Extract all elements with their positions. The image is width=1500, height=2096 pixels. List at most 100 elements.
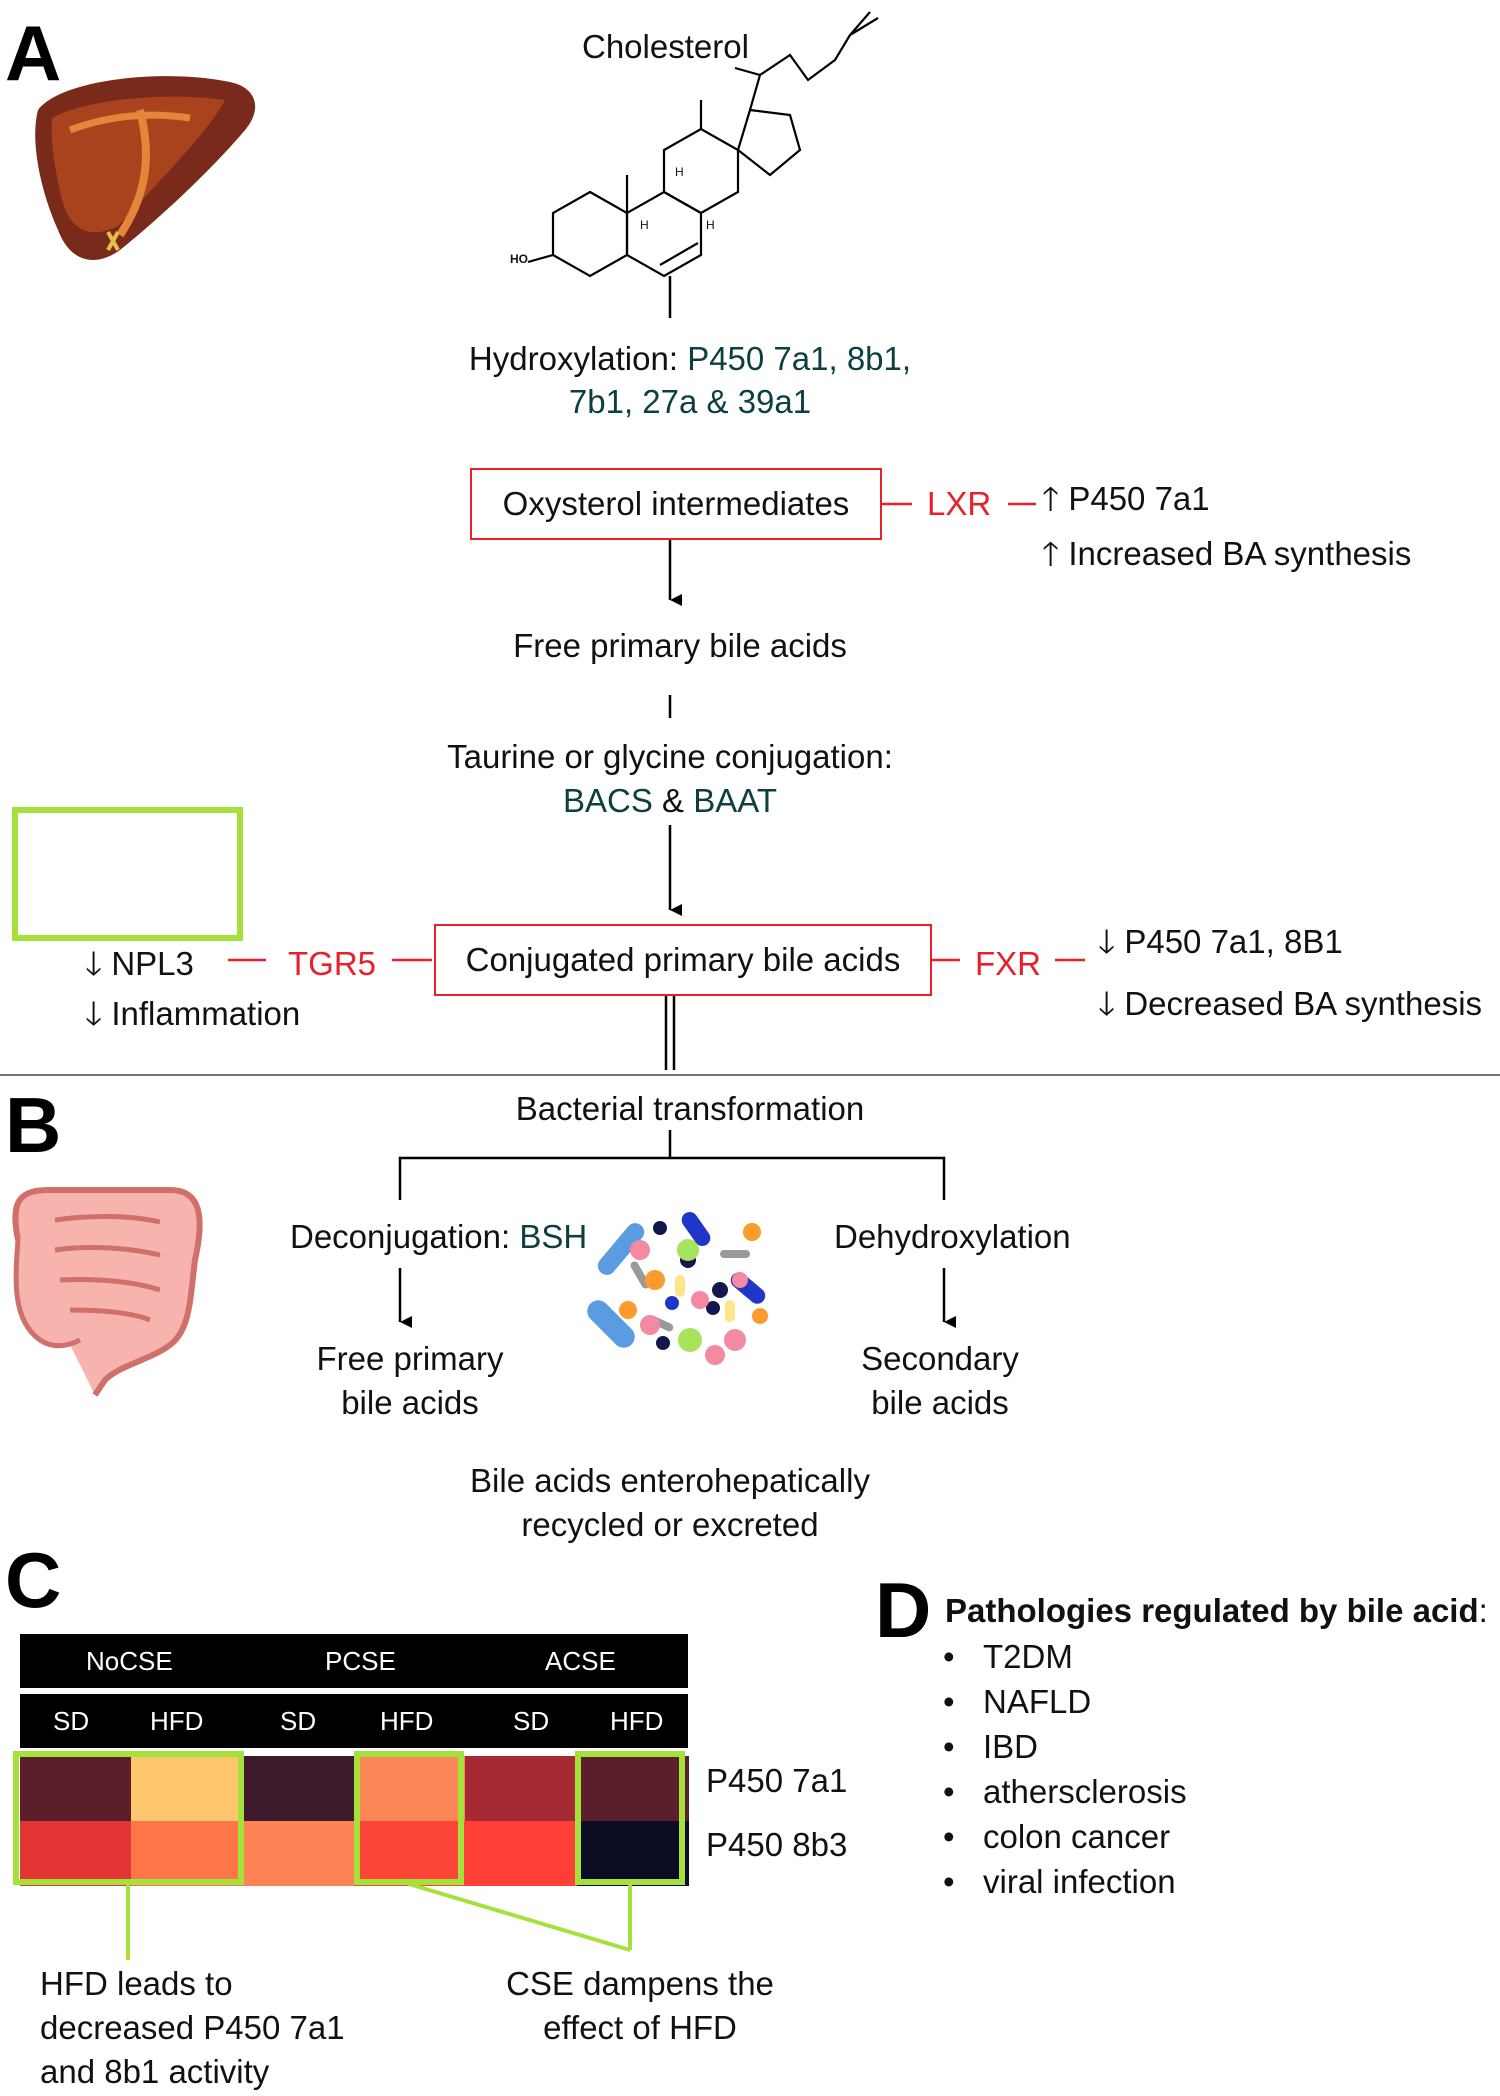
heatmap-cell — [576, 1756, 689, 1821]
bullet-icon: • — [943, 1863, 955, 1900]
free-primary-b-1: Free primary — [316, 1340, 504, 1377]
list-item: • NAFLD — [943, 1679, 1187, 1724]
pathology-label: IBD — [983, 1728, 1039, 1765]
dehydroxylation-label: Dehydroxylation — [834, 1218, 1071, 1255]
fxr-effect-2-text: Decreased BA synthesis — [1124, 985, 1483, 1022]
diet-label: SD — [513, 1705, 550, 1736]
bullet-icon: • — [943, 1683, 955, 1720]
free-primary-bile-acids: Free primary bile acids — [513, 627, 847, 664]
oxysterol-box: Oxysterol intermediates — [470, 468, 882, 540]
h-label: H — [675, 165, 684, 179]
bullet-icon: • — [943, 1818, 955, 1855]
bullet-icon: • — [943, 1728, 955, 1765]
secondary-b-2: bile acids — [871, 1384, 1009, 1421]
pathologies-title: Pathologies regulated by bile acid: — [945, 1592, 1488, 1630]
panel-label-d: D — [875, 1566, 932, 1654]
heatmap-cell — [20, 1756, 132, 1821]
heatmap-cell — [354, 1756, 466, 1821]
bullet-icon: • — [943, 1638, 955, 1675]
note-right-2: effect of HFD — [543, 2009, 737, 2046]
diet-label: SD — [53, 1705, 90, 1736]
heatmap-cell — [131, 1821, 244, 1886]
list-item: • viral infection — [943, 1859, 1187, 1904]
free-primary-b-2: bile acids — [341, 1384, 479, 1421]
heatmap-cell — [465, 1756, 578, 1821]
conjugation-enzymes: BACS & BAAT — [470, 782, 870, 820]
conjugated-box: Conjugated primary bile acids — [434, 924, 932, 996]
tgr5-effect-1-text: NPL3 — [111, 945, 194, 982]
hydroxylation-enzymes-2: 7b1, 27a & 39a1 — [568, 383, 812, 420]
up-arrow-icon: 🡑 — [1042, 480, 1060, 517]
group-header: NoCSE PCSE ACSE — [20, 1634, 688, 1688]
lxr-effect-1-text: P450 7a1 — [1068, 480, 1210, 517]
group-noCSE: NoCSE — [86, 1645, 173, 1676]
up-arrow-icon: 🡑 — [1042, 535, 1060, 572]
down-arrow-icon: 🡓 — [1098, 985, 1116, 1022]
conjugation-label: Taurine or glycine conjugation: — [447, 738, 893, 775]
diet-label: HFD — [380, 1705, 434, 1736]
row-label-p450-7a1: P450 7a1 — [706, 1762, 848, 1799]
fxr-effect-1: 🡓 P450 7a1, 8B1 — [1098, 918, 1343, 974]
down-arrow-icon: 🡓 — [1098, 923, 1116, 960]
tgr5-label: TGR5 — [288, 945, 377, 982]
oxysterol-label: Oxysterol intermediates — [502, 485, 850, 522]
pathology-label: colon cancer — [983, 1818, 1171, 1855]
lxr-effect-1: 🡑 P450 7a1 — [1042, 475, 1210, 531]
bacs-label: BACS — [563, 782, 653, 819]
diet-label: HFD — [150, 1705, 204, 1736]
bacteria-cluster — [587, 1211, 768, 1365]
ampersand: & — [652, 782, 694, 819]
hydroxylation-enzymes: P450 7a1, 8b1, — [687, 340, 912, 377]
secondary-b-1: Secondary — [861, 1340, 1019, 1377]
down-arrow-icon: 🡓 — [85, 995, 103, 1032]
h-label: H — [706, 218, 715, 232]
pathologies-title-text: Pathologies regulated by bile acid — [945, 1592, 1479, 1629]
heatmap-cell — [354, 1821, 466, 1886]
note-right-1: CSE dampens the — [506, 1965, 774, 2002]
pathologies-title-colon: : — [1478, 1592, 1488, 1629]
lxr-effect-2-text: Increased BA synthesis — [1068, 535, 1412, 572]
bullet-icon: • — [943, 1773, 955, 1810]
pathology-label: athersclerosis — [983, 1773, 1187, 1810]
fxr-effect-1-text: P450 7a1, 8B1 — [1124, 923, 1343, 960]
hydroxylation-step: Hydroxylation: P450 7a1, 8b1, — [420, 340, 960, 378]
bsh-label: BSH — [519, 1218, 588, 1255]
heatmap-cell — [242, 1756, 355, 1821]
diet-label: SD — [280, 1705, 317, 1736]
heatmap-cell — [131, 1756, 244, 1821]
cholesterol-label: Cholesterol — [582, 28, 749, 65]
list-item: • IBD — [943, 1724, 1187, 1769]
diet-label: HFD — [610, 1705, 664, 1736]
note-left-2: decreased P450 7a1 — [40, 2009, 345, 2046]
fxr-label: FXR — [975, 945, 1041, 982]
intestine-icon — [12, 1187, 203, 1397]
list-item: • athersclerosis — [943, 1769, 1187, 1814]
lxr-effect-2: 🡑 Increased BA synthesis — [1042, 530, 1411, 586]
tgr5-effect-2: 🡓 Inflammation — [85, 990, 300, 1046]
hydroxylation-label: Hydroxylation: — [468, 340, 679, 377]
baat-label: BAAT — [693, 782, 777, 819]
pathology-label: viral infection — [983, 1863, 1176, 1900]
fxr-effect-2: 🡓 Decreased BA synthesis — [1098, 980, 1482, 1036]
list-item: • T2DM — [943, 1634, 1187, 1679]
group-pcse: PCSE — [325, 1645, 396, 1676]
recycled-2: recycled or excreted — [521, 1506, 819, 1543]
heatmap-cell — [242, 1821, 355, 1886]
recycled-1: Bile acids enterohepatically — [470, 1462, 870, 1499]
row-label-p450-8b3: P450 8b3 — [706, 1826, 848, 1863]
pathologies-list: • T2DM • NAFLD • IBD • athersclerosis • colon… — [943, 1634, 1187, 1904]
list-item: • colon cancer — [943, 1814, 1187, 1859]
ho-label: HO — [510, 252, 528, 266]
liver-icon — [35, 76, 256, 261]
heatmap-cell — [576, 1821, 689, 1886]
tgr5-effect-1: 🡓 NPL3 — [85, 940, 194, 996]
diet-header: SD HFD SD HFD SD HFD — [20, 1694, 688, 1748]
pathology-label: NAFLD — [983, 1683, 1092, 1720]
panel-label-a: A — [5, 9, 62, 97]
lxr-label: LXR — [927, 485, 992, 522]
h-label: H — [640, 218, 649, 232]
pathology-label: T2DM — [983, 1638, 1073, 1675]
heatmap — [20, 1756, 689, 1886]
